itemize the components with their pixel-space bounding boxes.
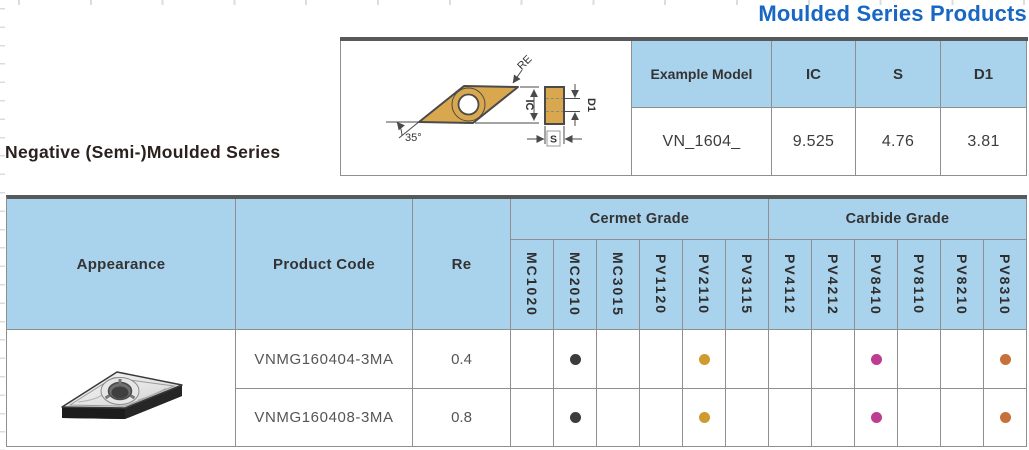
appearance-image-cell	[7, 330, 236, 447]
grade-availability-dot	[999, 353, 1011, 365]
product-table: Appearance Product Code Re Cermet Grade …	[6, 195, 1027, 447]
grade-cell-PV3115-row1	[726, 330, 769, 389]
grade-column-MC2010: MC2010	[554, 240, 597, 330]
grade-cell-MC1020-row2	[511, 389, 554, 447]
appearance-header: Appearance	[7, 199, 236, 330]
s-header: S	[856, 41, 941, 108]
grade-cell-PV4212-row1	[812, 330, 855, 389]
insert-drawing-svg: 35° RE IC D1	[386, 53, 597, 147]
grade-cell-PV8210-row1	[941, 330, 984, 389]
grade-cell-MC3015-row2	[597, 389, 640, 447]
grade-cell-PV4112-row2	[769, 389, 812, 447]
grade-column-MC3015: MC3015	[597, 240, 640, 330]
grade-cell-PV4112-row1	[769, 330, 812, 389]
section-heading: Negative (Semi-)Moulded Series	[5, 142, 281, 162]
grade-column-PV4212: PV4212	[812, 240, 855, 330]
s-value: 4.76	[856, 108, 941, 176]
insert-technical-drawing: 35° RE IC D1	[340, 41, 632, 176]
grade-column-PV3115: PV3115	[726, 240, 769, 330]
grade-cell-PV8310-row1	[984, 330, 1027, 389]
ic-label: IC	[523, 100, 535, 111]
grade-cell-MC1020-row1	[511, 330, 554, 389]
s-label: S	[550, 134, 557, 146]
grade-availability-dot	[569, 412, 581, 423]
product-code-header: Product Code	[236, 199, 413, 330]
insert-side-view	[544, 86, 565, 125]
grade-column-PV8110: PV8110	[898, 240, 941, 330]
center-hole	[457, 93, 480, 116]
grade-cell-PV8110-row2	[898, 389, 941, 447]
grade-cell-PV8410-row2	[855, 389, 898, 447]
grade-cell-MC2010-row1	[554, 330, 597, 389]
grade-column-PV8310: PV8310	[984, 240, 1027, 330]
d1-value: 3.81	[941, 108, 1027, 176]
grade-availability-dot	[569, 353, 581, 365]
grade-availability-dot	[698, 412, 710, 423]
grade-availability-dot	[999, 412, 1011, 423]
grade-cell-PV2110-row1	[683, 330, 726, 389]
carbide-grade-group-header: Carbide Grade	[769, 199, 1027, 240]
grade-column-PV4112: PV4112	[769, 240, 812, 330]
page-title: Moulded Series Products	[758, 1, 1027, 26]
grade-cell-PV8310-row2	[984, 389, 1027, 447]
spec-panel: 35° RE IC D1	[340, 37, 1028, 176]
grade-column-PV2110: PV2110	[683, 240, 726, 330]
grade-availability-dot	[698, 353, 710, 365]
d1-header: D1	[941, 41, 1027, 108]
grade-column-PV8210: PV8210	[941, 240, 984, 330]
grade-cell-PV2110-row2	[683, 389, 726, 447]
d1-label: D1	[585, 98, 597, 112]
ic-header: IC	[772, 41, 856, 108]
example-model-header: Example Model	[632, 41, 772, 108]
product-code-row2: VNMG160408-3MA	[236, 389, 413, 447]
ruler-ticks-top	[0, 0, 1029, 5]
grade-cell-PV1120-row2	[640, 389, 683, 447]
grade-column-MC1020: MC1020	[511, 240, 554, 330]
grade-cell-MC2010-row2	[554, 389, 597, 447]
grade-cell-PV8110-row1	[898, 330, 941, 389]
grade-column-PV1120: PV1120	[640, 240, 683, 330]
grade-availability-dot	[870, 412, 882, 423]
grade-cell-PV3115-row2	[726, 389, 769, 447]
grade-cell-PV8210-row2	[941, 389, 984, 447]
ruler-ticks-left	[0, 0, 5, 450]
re-value-row2: 0.8	[413, 389, 511, 447]
re-label: RE	[515, 53, 534, 72]
grade-cell-PV4212-row2	[812, 389, 855, 447]
re-value-row1: 0.4	[413, 330, 511, 389]
insert-photo	[60, 371, 183, 419]
grade-cell-PV1120-row1	[640, 330, 683, 389]
angle-label: 35°	[405, 132, 422, 144]
ic-value: 9.525	[772, 108, 856, 176]
grade-column-PV8410: PV8410	[855, 240, 898, 330]
example-model-value: VN_1604_	[632, 108, 772, 176]
grade-cell-MC3015-row1	[597, 330, 640, 389]
re-header: Re	[413, 199, 511, 330]
grade-cell-PV8410-row1	[855, 330, 898, 389]
grade-availability-dot	[870, 353, 882, 365]
cermet-grade-group-header: Cermet Grade	[511, 199, 769, 240]
product-code-row1: VNMG160404-3MA	[236, 330, 413, 389]
example-model-table: Example Model IC S D1 VN_1604_ 9.525 4.7…	[632, 41, 1027, 176]
